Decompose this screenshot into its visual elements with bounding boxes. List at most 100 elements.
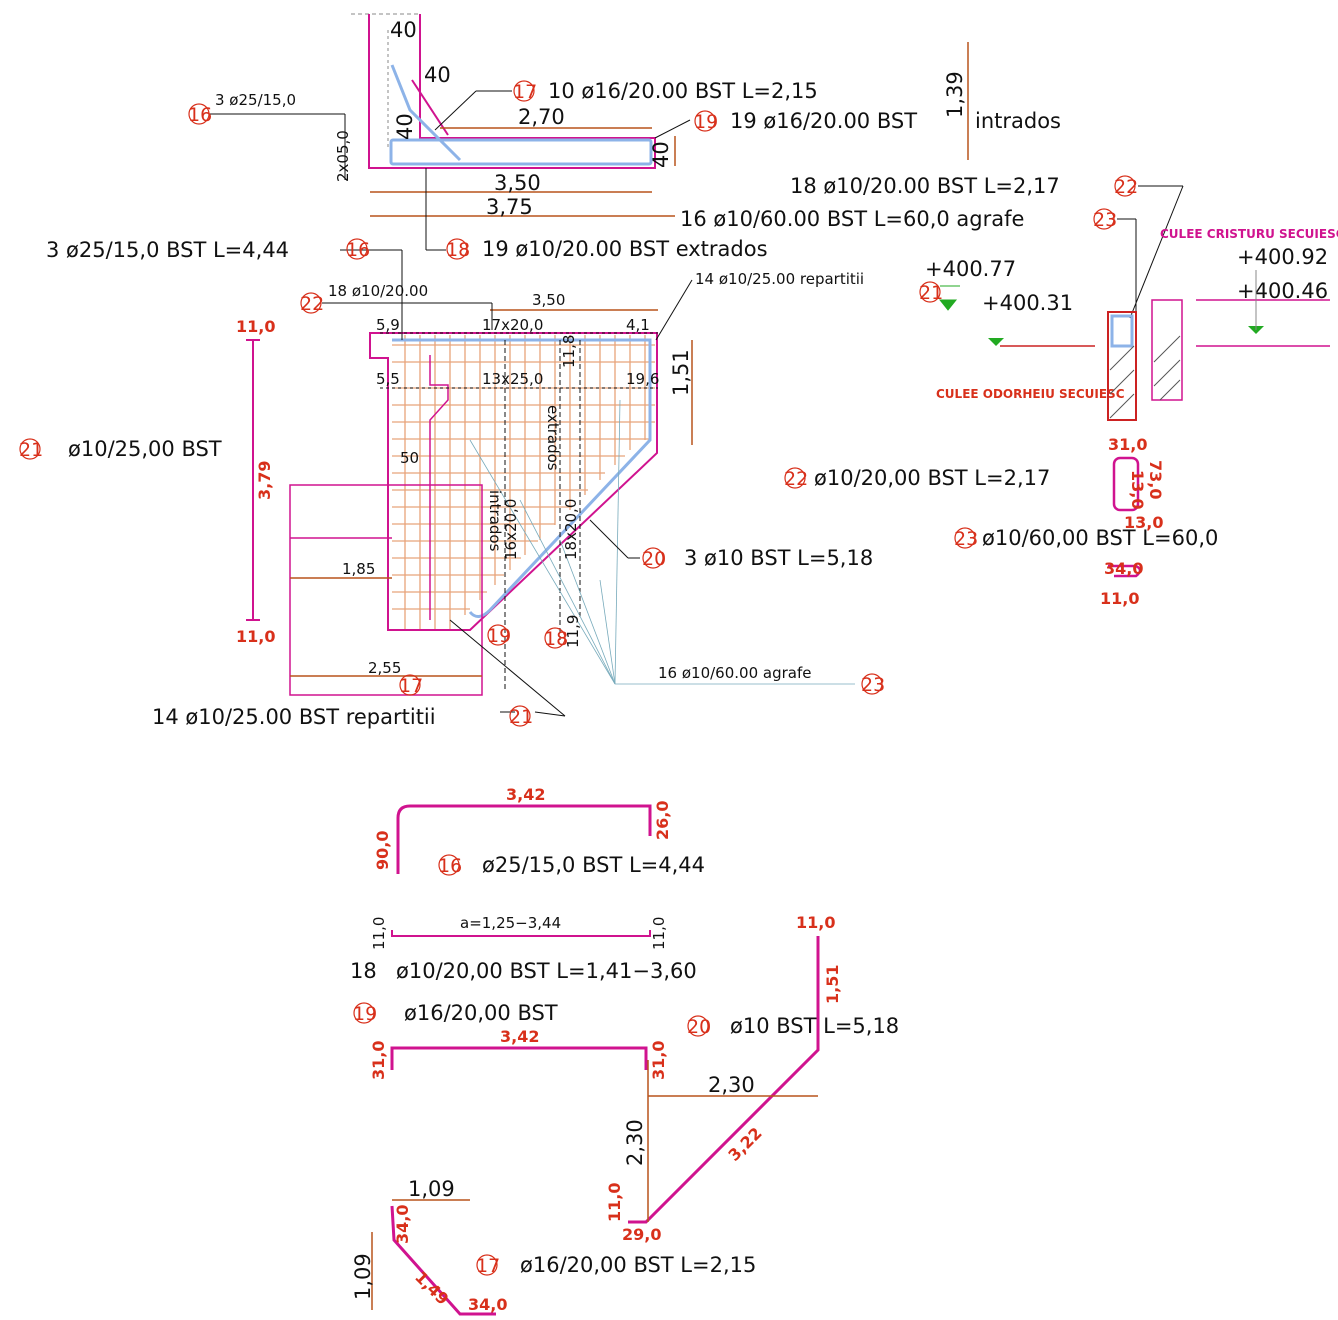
label-bar-23-main: 16 ø10/60.00 agrafe <box>658 664 811 682</box>
detail-bar-22: ø10/20,00 BST L=2,17 <box>814 466 1050 490</box>
label-bar-17: 10 ø16/20.00 BST L=2,15 <box>548 79 818 103</box>
label-bar-18-extrados: 19 ø10/20.00 BST extrados <box>482 237 768 261</box>
dim-4-1: 4,1 <box>626 316 650 334</box>
dim-11-0: 11,0 <box>236 627 275 646</box>
mark-19: 19 <box>694 111 718 133</box>
mark-22: 22 <box>784 468 808 490</box>
dim-29-0: 29,0 <box>622 1225 661 1244</box>
mark-18: 18 <box>446 239 470 261</box>
dim-11-9: 11,9 <box>564 615 582 648</box>
mark-19: 19 <box>353 1003 377 1025</box>
detail-bar-23: ø10/60,00 BST L=60,0 <box>982 526 1218 550</box>
dim-11-0: 11,0 <box>650 917 668 950</box>
mark-23: 23 <box>954 528 978 550</box>
dim-34-0: 34,0 <box>393 1205 412 1244</box>
detail-bar-16: ø25/15,0 BST L=4,44 <box>482 853 705 877</box>
dim-90-0: 90,0 <box>373 831 392 870</box>
dim-small-stack: 2x05,0 <box>334 130 352 182</box>
dim-18x20: 18x20,0 <box>562 499 580 560</box>
dim-40: 40 <box>393 113 417 140</box>
dim-5-5: 5,5 <box>376 370 400 388</box>
dim-11-0: 11,0 <box>796 913 835 932</box>
dim-73-0: 73,0 <box>1146 460 1165 499</box>
label-intrados: intrados <box>975 109 1061 133</box>
dim-11-0: 11,0 <box>605 1183 624 1222</box>
title-culee-cristuru: CULEE CRISTURU SECUIESC <box>1160 227 1338 241</box>
mark-20: 20 <box>687 1016 711 1038</box>
elevation-400-31: +400.31 <box>982 291 1073 315</box>
mark-17: 17 <box>476 1255 500 1277</box>
dim-31-0: 31,0 <box>649 1041 668 1080</box>
dim-2-55: 2,55 <box>368 659 401 677</box>
dim-31-0: 31,0 <box>1108 435 1147 454</box>
dim-3-42: 3,42 <box>506 785 545 804</box>
elevation-400-92: +400.92 <box>1237 245 1328 269</box>
dim-13-0: 13,0 <box>1128 470 1147 509</box>
dim-3-50: 3,50 <box>494 171 541 195</box>
mark-17: 17 <box>399 675 423 697</box>
dim-40: 40 <box>390 18 417 42</box>
mark-16: 16 <box>188 104 212 126</box>
dim-13-0: 13,0 <box>1124 513 1163 532</box>
dim-50: 50 <box>400 449 419 467</box>
mark-21: 21 <box>19 439 43 461</box>
label-bar-22: 18 ø10/20.00 BST L=2,17 <box>790 174 1060 198</box>
dim-13x25: 13x25,0 <box>482 370 543 388</box>
dim-40: 40 <box>424 63 451 87</box>
bar-details: 3,42 90,0 26,0 16 ø25/15,0 BST L=4,44 a=… <box>350 785 899 1316</box>
dim-34-0: 34,0 <box>1104 559 1143 578</box>
dim-11-0: 11,0 <box>370 917 388 950</box>
dim-1-09: 1,09 <box>351 1253 375 1300</box>
elevation-400-46: +400.46 <box>1237 279 1328 303</box>
dim-1-39: 1,39 <box>943 71 967 118</box>
mark-21: 21 <box>509 706 533 728</box>
dim-3-75: 3,75 <box>486 195 533 219</box>
detail-bar-19: ø16/20,00 BST <box>404 1001 558 1025</box>
label-bar-19: 19 ø16/20.00 BST <box>730 109 917 133</box>
mark-22: 22 <box>300 293 324 315</box>
label-bar-21-bottom: 14 ø10/25.00 BST repartitii <box>152 705 436 729</box>
label-bar-20-main: 3 ø10 BST L=5,18 <box>684 546 873 570</box>
dim-a-range: a=1,25−3,44 <box>460 914 561 932</box>
top-section-view: 40 40 40 40 2,70 3,50 3,75 1,39 2x05,0 1… <box>188 13 1061 261</box>
label-bar-22-main: 18 ø10/20.00 <box>328 282 428 300</box>
dim-3-79: 3,79 <box>255 461 274 500</box>
mark-16: 16 <box>346 239 370 261</box>
label-bar-16-top: 3 ø25/15,0 <box>215 91 296 109</box>
mark-20: 20 <box>642 548 666 570</box>
dim-3-50: 3,50 <box>532 291 565 309</box>
mark-18: 18 <box>350 959 377 983</box>
dim-1-85: 1,85 <box>342 560 375 578</box>
detail-bar-17: ø16/20,00 BST L=2,15 <box>520 1253 756 1277</box>
mark-21: 21 <box>919 282 943 304</box>
dim-11-8: 11,8 <box>560 335 578 368</box>
mark-18: 18 <box>544 628 568 650</box>
mark-19: 19 <box>487 625 511 647</box>
label-bar-23: 16 ø10/60.00 BST L=60,0 agrafe <box>680 207 1024 231</box>
label-bar-21-left: ø10/25,00 BST <box>68 437 222 461</box>
dim-1-51: 1,51 <box>823 965 842 1004</box>
detail-bar-20: ø10 BST L=5,18 <box>730 1014 899 1038</box>
dim-40: 40 <box>649 141 673 168</box>
dim-2-70: 2,70 <box>518 105 565 129</box>
label-intrados-vertical: intrados <box>486 490 504 552</box>
dim-5-9: 5,9 <box>376 316 400 334</box>
mark-16: 16 <box>438 855 462 877</box>
dim-11-0: 11,0 <box>1100 589 1139 608</box>
mark-23: 23 <box>1093 209 1117 231</box>
mark-17: 17 <box>513 81 537 103</box>
mark-23: 23 <box>861 674 885 696</box>
dim-3-42: 3,42 <box>500 1027 539 1046</box>
dim-26-0: 26,0 <box>653 801 672 840</box>
label-bar-16-main: 3 ø25/15,0 BST L=4,44 <box>46 238 289 262</box>
dim-17x20: 17x20,0 <box>482 316 543 334</box>
dim-31-0: 31,0 <box>369 1041 388 1080</box>
elevation-400-77: +400.77 <box>925 257 1016 281</box>
detail-bar-18: ø10/20,00 BST L=1,41−3,60 <box>396 959 697 983</box>
right-section-view: 18 ø10/20.00 BST L=2,17 22 16 ø10/60.00 … <box>680 174 1338 608</box>
dim-1-51: 1,51 <box>669 349 693 396</box>
dim-3-22: 3,22 <box>724 1123 765 1164</box>
label-extrados-vertical: extrados <box>544 405 562 471</box>
dim-19-6: 19,6 <box>626 370 659 388</box>
